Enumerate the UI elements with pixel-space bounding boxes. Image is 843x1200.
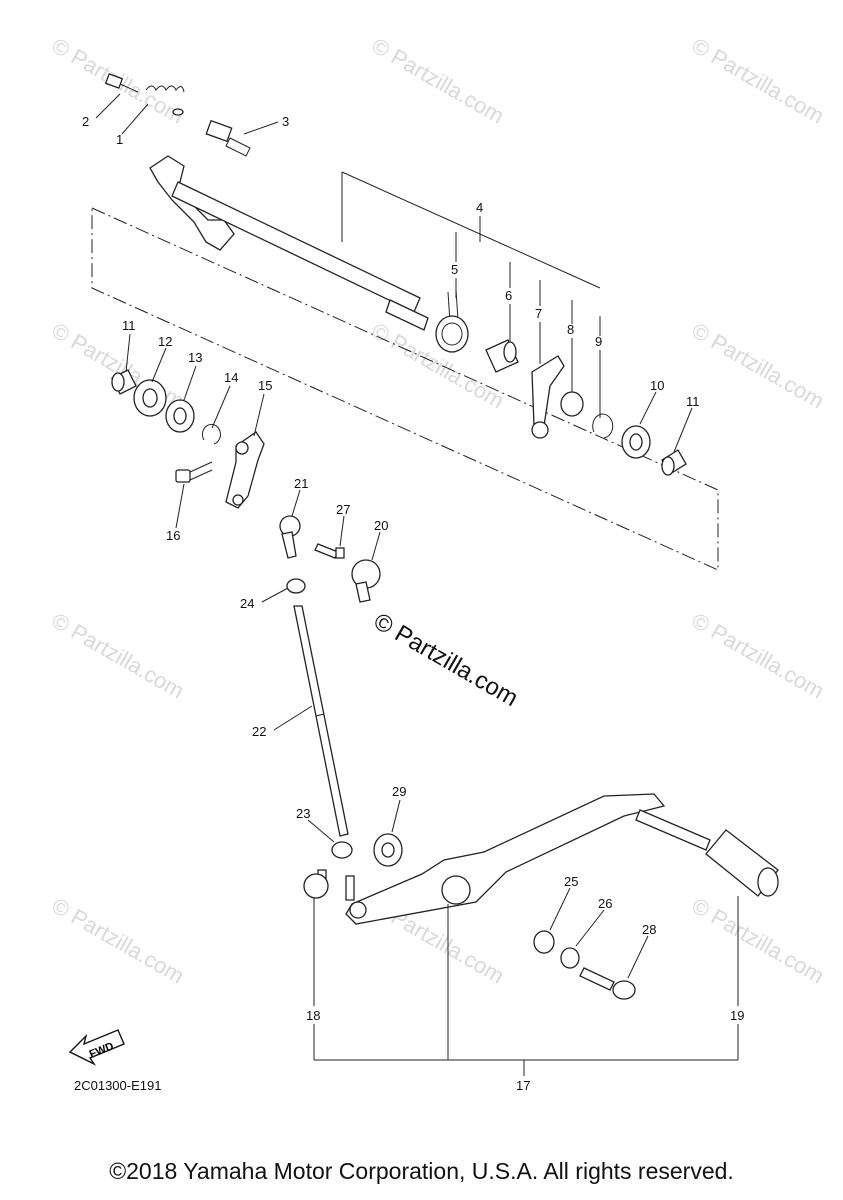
part-20-rod-end: [351, 559, 381, 603]
callout-24: 24: [240, 596, 254, 611]
callout-21: 21: [294, 476, 308, 491]
callout-29: 29: [392, 784, 406, 799]
callout-22: 22: [252, 724, 266, 739]
watermark: © Partzilla.com: [688, 33, 829, 129]
callout-8: 8: [567, 322, 574, 337]
shift-shaft: [149, 155, 429, 331]
watermark: © Partzilla.com: [368, 33, 509, 129]
callout-23: 23: [296, 806, 310, 821]
watermark: © Partzilla.com: [688, 893, 829, 989]
callout-10: 10: [650, 378, 664, 393]
callout-27: 27: [336, 502, 350, 517]
part-22-shift-rod: [293, 605, 349, 837]
callout-25: 25: [564, 874, 578, 889]
callout-1: 1: [116, 132, 123, 147]
callout-16: 16: [166, 528, 180, 543]
group-17-bracket: [313, 896, 739, 1076]
part-25-washer: [533, 930, 555, 954]
callout-20: 20: [374, 518, 388, 533]
watermark: © Partzilla.com: [48, 318, 189, 414]
part-26-washer: [560, 947, 580, 969]
part-11-bearing-left: [111, 369, 137, 395]
part-27-screw: [314, 543, 345, 559]
part-15-shift-arm: [225, 431, 265, 509]
part-28-bolt: [579, 967, 636, 1000]
shaft-assembly-frame: [91, 207, 719, 571]
callout-18: 18: [306, 1008, 320, 1023]
part-24-nut: [286, 578, 306, 594]
part-11-bearing-right: [661, 449, 687, 476]
watermark: © Partzilla.com: [688, 608, 829, 704]
diagram-code: 2C01300-E191: [74, 1078, 161, 1093]
part-9-circlip: [592, 413, 614, 439]
part-5-torsion-spring: [435, 289, 469, 353]
part-23-nut: [331, 841, 353, 859]
callout-9: 9: [595, 334, 602, 349]
callout-3: 3: [282, 114, 289, 129]
watermark: © Partzilla.com: [688, 318, 829, 414]
callout-4: 4: [476, 200, 483, 215]
part-14-circlip: [201, 423, 221, 445]
shift-pedal: [303, 793, 779, 925]
callout-5: 5: [451, 262, 458, 277]
callout-15: 15: [258, 378, 272, 393]
part-21-rod-end: [279, 515, 301, 559]
leader-lines: [95, 93, 693, 979]
part-1-spring: [145, 85, 185, 116]
callout-labels: 1 2 3 4 5 6 7 8 9 10 11 11 12 13 14 15 1…: [82, 114, 744, 1093]
callout-7: 7: [535, 306, 542, 321]
callout-17: 17: [516, 1078, 530, 1093]
callout-13: 13: [188, 350, 202, 365]
center-watermark: © Partzilla.com: [369, 608, 523, 712]
callout-11-right: 11: [686, 394, 700, 409]
part-13-washer: [165, 399, 195, 433]
callout-12: 12: [158, 334, 172, 349]
part-12-oil-seal: [133, 379, 167, 417]
group-4-frame: [341, 171, 601, 289]
part-29-washer: [373, 833, 403, 867]
callout-14: 14: [224, 370, 238, 385]
part-7-lever: [531, 355, 565, 439]
fwd-arrow-icon: FWD: [68, 1029, 125, 1066]
part-3-stud: [205, 119, 251, 157]
callout-19: 19: [730, 1008, 744, 1023]
part-6-collar: [485, 339, 519, 373]
part-10-washer: [621, 425, 651, 459]
callout-28: 28: [642, 922, 656, 937]
part-16-bolt: [175, 461, 213, 483]
watermark: © Partzilla.com: [48, 893, 189, 989]
part-8-washer: [560, 391, 584, 417]
callout-11-left: 11: [122, 318, 136, 333]
callout-2: 2: [82, 114, 89, 129]
watermark: © Partzilla.com: [48, 608, 189, 704]
copyright-notice: ©2018 Yamaha Motor Corporation, U.S.A. A…: [109, 1158, 734, 1184]
part-2-bolt: [104, 73, 139, 93]
callout-6: 6: [505, 288, 512, 303]
callout-26: 26: [598, 896, 612, 911]
